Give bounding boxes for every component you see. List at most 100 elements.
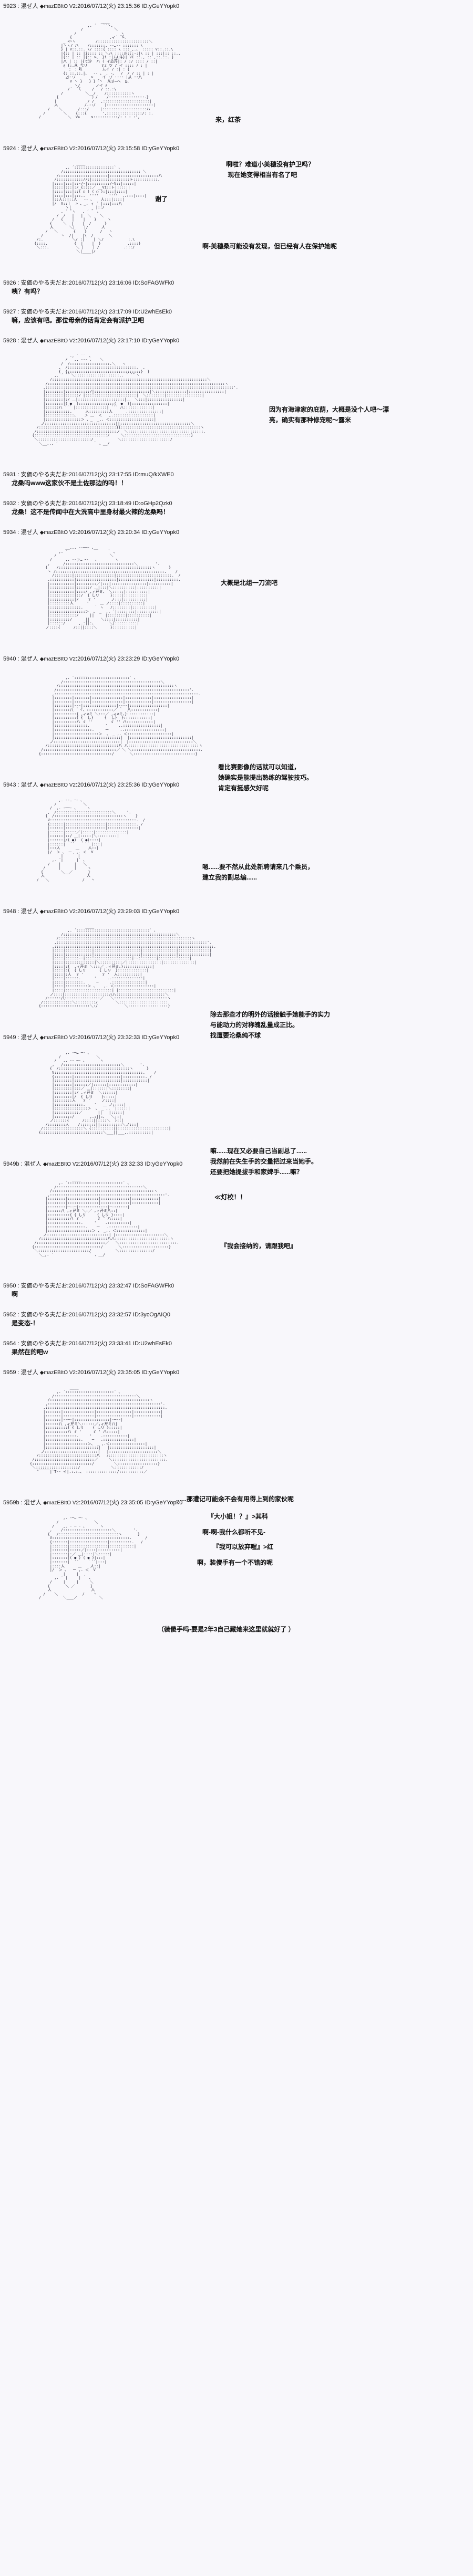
- post-header-sep: :: [16, 782, 21, 789]
- aa-gap-bottom: [0, 634, 473, 655]
- post-number[interactable]: 5948: [3, 908, 16, 915]
- post-number[interactable]: 5949: [3, 1034, 16, 1041]
- ascii-art: ,. -‐… ｰ- 、 / ＼ / ,. -──- 、 ヽ , /:::::::…: [36, 799, 146, 882]
- post-number[interactable]: 5949b: [3, 1160, 19, 1167]
- aa-scene: __,.. --──- ､__ ,. ´ ｀ 、 / ＼ / ,. -‐ァ… ｰ…: [0, 546, 473, 630]
- aa-scene: ____ ,. ´::::::::::::::::::` 、 /::::::::…: [0, 162, 473, 254]
- post-number[interactable]: 5950: [3, 1283, 16, 1290]
- post-header-sep: :: [16, 3, 21, 9]
- post-header: 5926 : 安価のやる夫だお:2016/07/12(火) 23:16:06 I…: [0, 279, 473, 287]
- post-header-sep: :: [16, 1312, 21, 1318]
- post-number[interactable]: 5923: [3, 3, 16, 9]
- aa-gap-top: [0, 664, 473, 669]
- post-author-name: 安価のやる夫だお: [20, 308, 67, 315]
- post-number[interactable]: 5952: [3, 1312, 16, 1318]
- post-number[interactable]: 5959: [3, 1369, 16, 1376]
- post-header-sep: :: [19, 1160, 24, 1167]
- ascii-art: ,. -─… ─- 、 / ＼ / ,. - ─ - 、 ヽ , /::::::…: [38, 1516, 148, 1600]
- post-body-text: 啊: [12, 1291, 18, 1299]
- post-gap: [0, 1328, 473, 1339]
- post-number[interactable]: 5928: [3, 337, 16, 344]
- post-header-sep: :: [76, 1369, 78, 1376]
- post-author-name: 混ぜ人: [20, 1034, 38, 1041]
- post-date: 2016/07/12(火) 23:32:33: [80, 1160, 143, 1167]
- post-header: 5954 : 安価のやる夫だお:2016/07/12(火) 23:33:41 I…: [0, 1339, 473, 1348]
- post-author-name: 安価のやる夫だお: [20, 472, 67, 478]
- post-header-sep: :: [67, 1312, 69, 1318]
- post-header-sep: :: [16, 655, 21, 662]
- post-number[interactable]: 5959b: [3, 1500, 19, 1506]
- post-header-sep: :: [16, 1369, 21, 1376]
- post-number[interactable]: 5924: [3, 145, 16, 152]
- ascii-art: ____ ,. ´:::::::::::::::::::::::::` 、 /:…: [38, 672, 203, 756]
- post-header: 5940 : 混ぜ人 ◆mazEBItO V2:2016/07/12(火) 23…: [0, 655, 473, 664]
- post-header-sep: :: [67, 279, 69, 286]
- post-date: 2016/07/12(火) 23:18:49: [68, 500, 131, 507]
- aa-gap-bottom: [0, 886, 473, 907]
- post-body-text: 是变态-！: [12, 1320, 39, 1327]
- post-number[interactable]: 5932: [3, 500, 16, 507]
- post-header-sep: :: [76, 782, 78, 789]
- post-number[interactable]: 5940: [3, 655, 16, 662]
- post-author-name: 混ぜ人: [20, 1369, 38, 1376]
- aa-scene: ____ ,. ´:::::::::::::::::::::::::::::::…: [0, 925, 473, 1039]
- post-header-sep: :: [16, 1034, 21, 1041]
- post-header: 5927 : 安価のやる夫だお:2016/07/12(火) 23:17:09 I…: [0, 308, 473, 316]
- post-tripcode: ◆mazEBItO V2: [39, 908, 76, 915]
- post-author-name: 安価のやる夫だお: [20, 1312, 67, 1318]
- ascii-art: ,. -─… ─- 、 / ＼ / ,. -‐ ─- 、 ヽ , /::::::…: [38, 1051, 171, 1135]
- post-author-name: 混ぜ人: [20, 3, 38, 9]
- post-user-id: ID:yGeYYopk0: [141, 1369, 180, 1376]
- post-user-id: ID:yGeYYopk0: [141, 337, 180, 344]
- post-header: 5923 : 混ぜ人 ◆mazEBItO V2:2016/07/12(火) 23…: [0, 2, 473, 11]
- aa-scene: ____ ,. ´::::::::::::::::::::::` 、 /::::…: [0, 1386, 473, 1566]
- post-gap: [0, 1357, 473, 1368]
- aa-scene: ____ ,. ´:::::::::::::::::::::::::` 、 /:…: [0, 672, 473, 792]
- post-date: 2016/07/12(火) 23:35:05: [77, 1369, 140, 1376]
- post-user-id: ID:muQ/kXWE0: [133, 472, 174, 478]
- post-date: 2016/07/12(火) 23:17:55: [68, 472, 131, 478]
- post-user-id: ID:SoFAGWFk0: [133, 1283, 174, 1290]
- thread-container: 5923 : 混ぜ人 ◆mazEBItO V2:2016/07/12(火) 23…: [0, 2, 473, 1633]
- post-header: 5950 : 安価のやる夫だお:2016/07/12(火) 23:32:47 I…: [0, 1282, 473, 1290]
- post-number[interactable]: 5927: [3, 308, 16, 315]
- dialogue-line: 啊-啊-我什么都听不见-: [202, 1528, 265, 1536]
- aa-gap-top: [0, 537, 473, 542]
- post-gap: [0, 325, 473, 337]
- post-date: 2016/07/12(火) 23:20:34: [77, 529, 140, 536]
- post-date: 2016/07/12(火) 23:25:36: [77, 782, 140, 789]
- post-header-sep: :: [16, 145, 21, 152]
- post-number[interactable]: 5934: [3, 529, 16, 536]
- post-user-id: ID:yGeYYopk0: [145, 1160, 183, 1167]
- post-number[interactable]: 5931: [3, 472, 16, 478]
- post-header: 5924 : 混ぜ人 ◆mazEBItO V2:2016/07/12(火) 23…: [0, 144, 473, 153]
- post-header-sep: :: [16, 1341, 21, 1347]
- post-tripcode: ◆mazEBItO V2: [39, 1370, 76, 1376]
- aa-gap-bottom: [0, 123, 473, 144]
- post-tripcode: ◆mazEBItO V2: [39, 656, 76, 662]
- post-author-name: 安価のやる夫だお: [20, 1283, 67, 1290]
- aa-gap-top: [0, 1042, 473, 1048]
- post-header: 5959b : 混ぜ人 ◆mazEBItO V2:2016/07/12(火) 2…: [0, 1499, 473, 1507]
- dialogue-line: （装傻手吗-要是2年3自己藏她来这里就就好了 ）: [158, 1626, 295, 1633]
- post-date: 2016/07/12(火) 23:17:09: [68, 308, 131, 315]
- aa-gap-top: [0, 1377, 473, 1383]
- aa-scene: ,. -─… ─- 、 / ＼ / ,. -‐ ─- 、 ヽ , /::::::…: [0, 1051, 473, 1201]
- post-number[interactable]: 5926: [3, 279, 16, 286]
- post-header: 5959 : 混ぜ人 ◆mazEBItO V2:2016/07/12(火) 23…: [0, 1368, 473, 1377]
- post-header-sep: :: [16, 529, 21, 536]
- post-author-name: 混ぜ人: [20, 145, 38, 152]
- dialogue-line: 除去那些才的明外的话接触手她能手的实力 与能动力的对称魄乱量成正比。 找遭要沦桑…: [210, 1010, 331, 1039]
- aa-scene: ____ ,. ´ ``丶、 / ＼ / ヽ { ,ィ´ ̄ ̄>、: [0, 20, 473, 179]
- post-author-name: 混ぜ人: [20, 529, 38, 536]
- post-number[interactable]: 5943: [3, 782, 16, 789]
- aa-gap-bottom: [0, 1604, 473, 1625]
- aa-gap-top: [0, 916, 473, 922]
- post-header-sep: :: [67, 308, 69, 315]
- ascii-art: ____ ,. ´:::::::::::::::::::::::::` 、 /:…: [32, 1177, 179, 1257]
- post-body-text: 果然在的吧w: [12, 1348, 48, 1356]
- post-number[interactable]: 5954: [3, 1341, 16, 1347]
- post-header-sep: :: [76, 337, 78, 344]
- post-author-name: 安価のやる夫だお: [20, 1341, 67, 1347]
- post-header: 5948 : 混ぜ人 ◆mazEBItO V2:2016/07/12(火) 23…: [0, 907, 473, 916]
